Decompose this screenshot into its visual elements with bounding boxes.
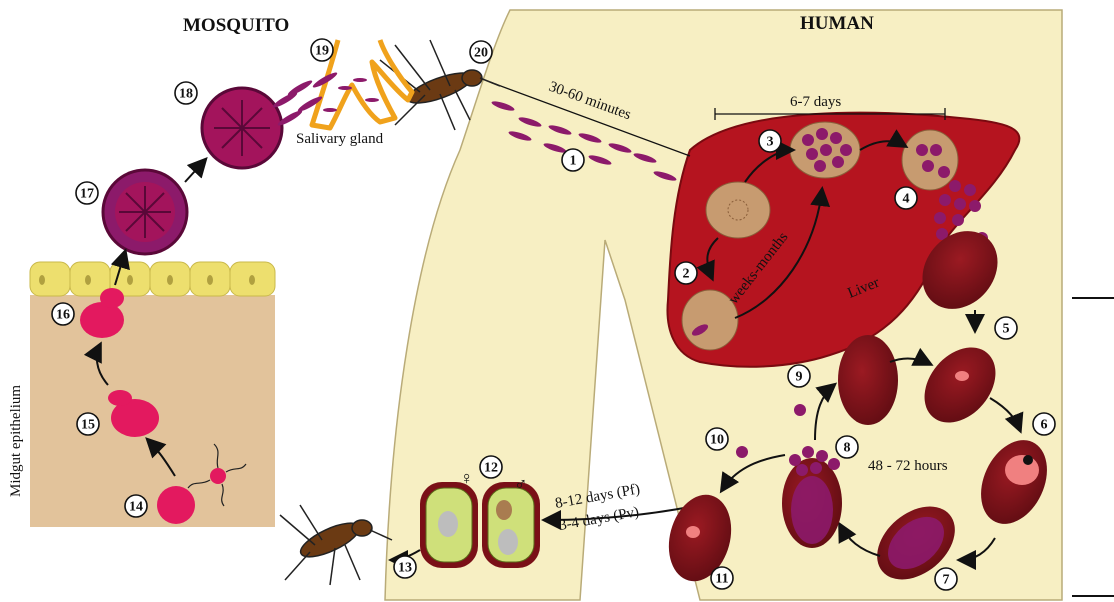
stage-number-label: 7 <box>943 573 950 588</box>
stage-number-14: 14 <box>125 495 147 517</box>
stage-number-6: 6 <box>1033 413 1055 435</box>
stage-number-11: 11 <box>711 567 733 589</box>
blood-cycle-label: 48 - 72 hours <box>868 458 948 474</box>
stage-number-label: 12 <box>484 461 498 476</box>
stage-number-label: 14 <box>129 500 143 515</box>
stage-number-label: 8 <box>844 441 851 456</box>
stage-number-7: 7 <box>935 568 957 590</box>
mosquito-header: MOSQUITO <box>183 15 289 36</box>
female-symbol: ♀ <box>460 468 474 488</box>
human-header: HUMAN <box>800 13 874 34</box>
stage-number-1: 1 <box>562 149 584 171</box>
stage-number-17: 17 <box>76 182 98 204</box>
stage-number-2: 2 <box>675 262 697 284</box>
stage-number-3: 3 <box>759 130 781 152</box>
stage-number-16: 16 <box>52 303 74 325</box>
stage-number-4: 4 <box>895 187 917 209</box>
stage-number-label: 4 <box>903 192 910 207</box>
liver-schizont-rupture <box>902 130 958 190</box>
stage-number-label: 15 <box>81 418 95 433</box>
stage-number-label: 6 <box>1041 418 1048 433</box>
stage-number-label: 19 <box>315 44 329 59</box>
stage-number-19: 19 <box>311 39 333 61</box>
stage-number-8: 8 <box>836 436 858 458</box>
stage-number-label: 16 <box>56 308 70 323</box>
liver-duration-label: 6-7 days <box>790 94 841 110</box>
stage-number-12: 12 <box>480 456 502 478</box>
mosquito-ingesting <box>280 505 392 585</box>
stage-number-5: 5 <box>995 317 1017 339</box>
stage-number-label: 5 <box>1003 322 1010 337</box>
stage-number-label: 18 <box>179 87 193 102</box>
midgut-epithelium-cells <box>30 262 275 296</box>
stage-number-label: 10 <box>710 433 724 448</box>
gametocyte-male <box>482 482 540 568</box>
stage-number-10: 10 <box>706 428 728 450</box>
zygote <box>157 486 195 524</box>
stage-number-label: 13 <box>398 561 412 576</box>
stage-number-label: 2 <box>683 267 690 282</box>
stage-number-label: 20 <box>474 46 488 61</box>
salivary-gland-label: Salivary gland <box>296 131 384 147</box>
stage-number-15: 15 <box>77 413 99 435</box>
stage-number-13: 13 <box>394 556 416 578</box>
stage-number-20: 20 <box>470 41 492 63</box>
stage-number-label: 9 <box>796 370 803 385</box>
stage-number-18: 18 <box>175 82 197 104</box>
gametocyte-female <box>420 482 478 568</box>
stage-number-label: 11 <box>715 572 728 587</box>
stage-number-label: 17 <box>80 187 94 202</box>
rbc-uninfected <box>838 335 898 425</box>
stage-number-label: 1 <box>570 154 577 169</box>
hepatocyte-infected <box>706 182 770 238</box>
midgut-label: Midgut epithelium <box>8 385 24 497</box>
stage-number-label: 3 <box>767 135 774 150</box>
male-symbol: ♂ <box>514 474 528 494</box>
stage-number-9: 9 <box>788 365 810 387</box>
